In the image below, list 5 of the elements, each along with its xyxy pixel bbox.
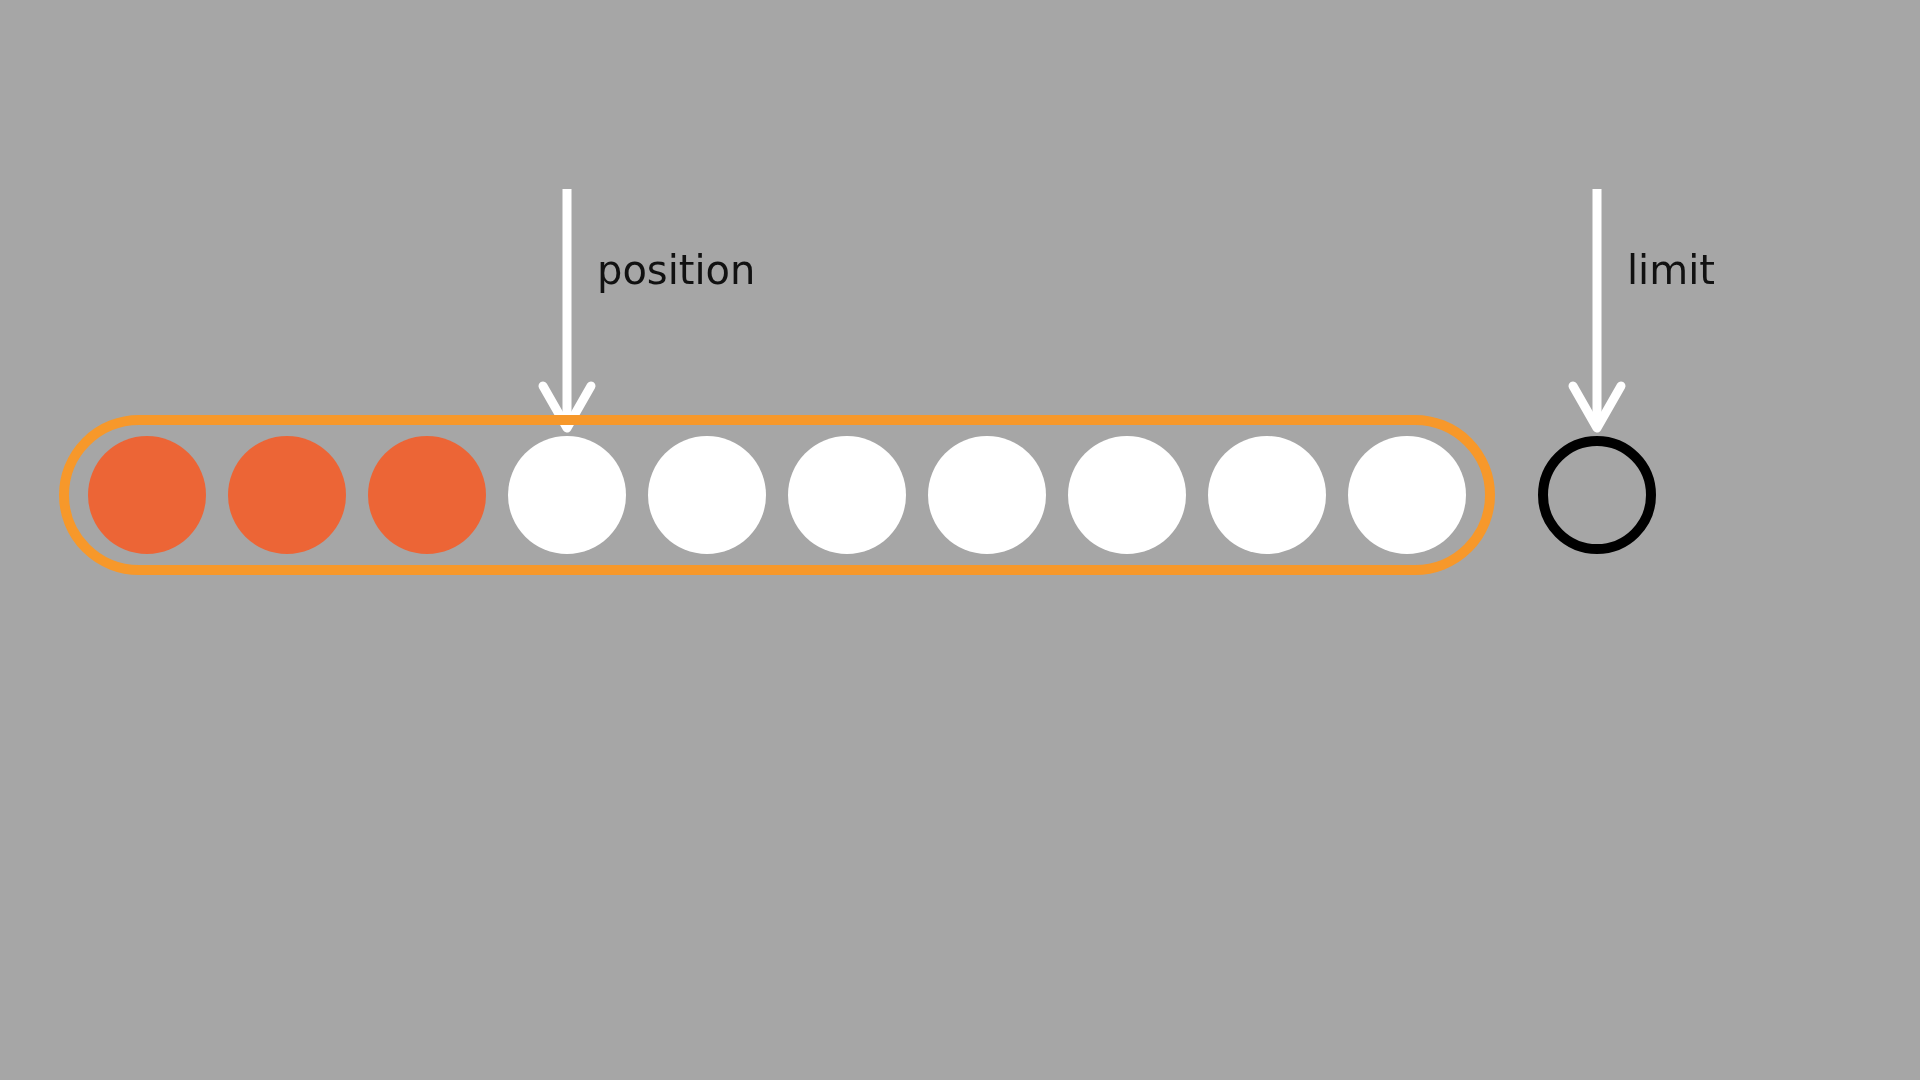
- arrow: [1568, 189, 1626, 433]
- outline-circle: [1538, 436, 1656, 554]
- arrow: [538, 189, 596, 433]
- edge-label: limit: [1627, 250, 1715, 290]
- buffer-capsule: [59, 415, 1495, 575]
